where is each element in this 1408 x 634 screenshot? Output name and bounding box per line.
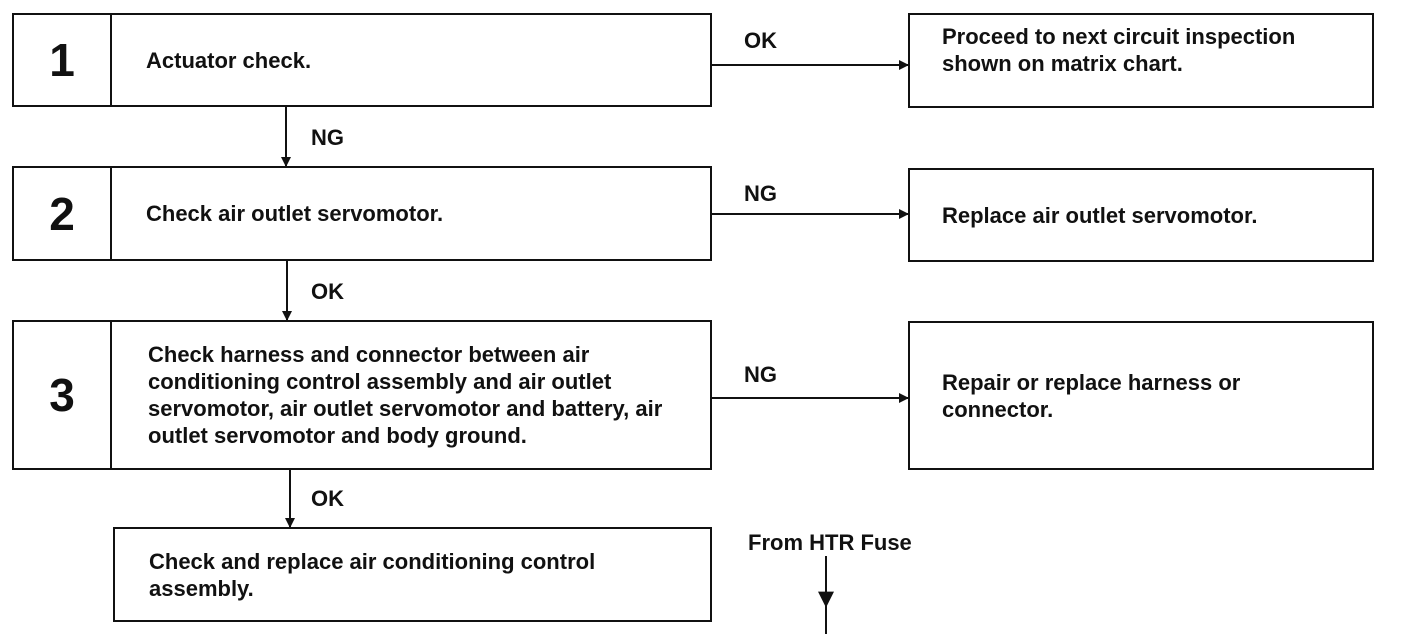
branch-label-step3-ng: NG xyxy=(744,362,777,387)
step-2-text: Check air outlet servomotor. xyxy=(146,201,444,226)
branch-label-step1-ok: OK xyxy=(744,28,777,53)
branch-label-step3-ok: OK xyxy=(311,486,344,511)
result-3-text: Repair or replace harness or connector. xyxy=(942,369,1241,422)
branch-label-step2-ok: OK xyxy=(311,279,344,304)
result-1-box: Proceed to next circuit inspection shown… xyxy=(908,13,1374,108)
final-action-box: Check and replace air conditioning contr… xyxy=(113,527,712,622)
result-1-text: Proceed to next circuit inspection shown… xyxy=(942,24,1296,76)
branch-label-step2-ng: NG xyxy=(744,181,777,206)
step-1-text: Actuator check. xyxy=(146,47,312,73)
result-3-box: Repair or replace harness or connector. xyxy=(908,321,1374,470)
step-3-number: 3 xyxy=(14,322,112,468)
step-3-box: 3 Check harness and connector between ai… xyxy=(12,320,712,470)
result-2-text: Replace air outlet servomotor. xyxy=(942,202,1258,228)
step-1-number: 1 xyxy=(14,15,112,105)
step-1-box: 1 Actuator check. xyxy=(12,13,712,107)
result-2-box: Replace air outlet servomotor. xyxy=(908,168,1374,262)
step-3-text: Check harness and connector between air … xyxy=(148,342,663,448)
step-2-box: 2 Check air outlet servomotor. xyxy=(12,166,712,261)
branch-label-step1-ng: NG xyxy=(311,125,344,150)
source-label-htr-fuse: From HTR Fuse xyxy=(748,530,912,555)
final-action-text: Check and replace air conditioning contr… xyxy=(149,548,596,601)
step-2-number: 2 xyxy=(14,168,112,259)
